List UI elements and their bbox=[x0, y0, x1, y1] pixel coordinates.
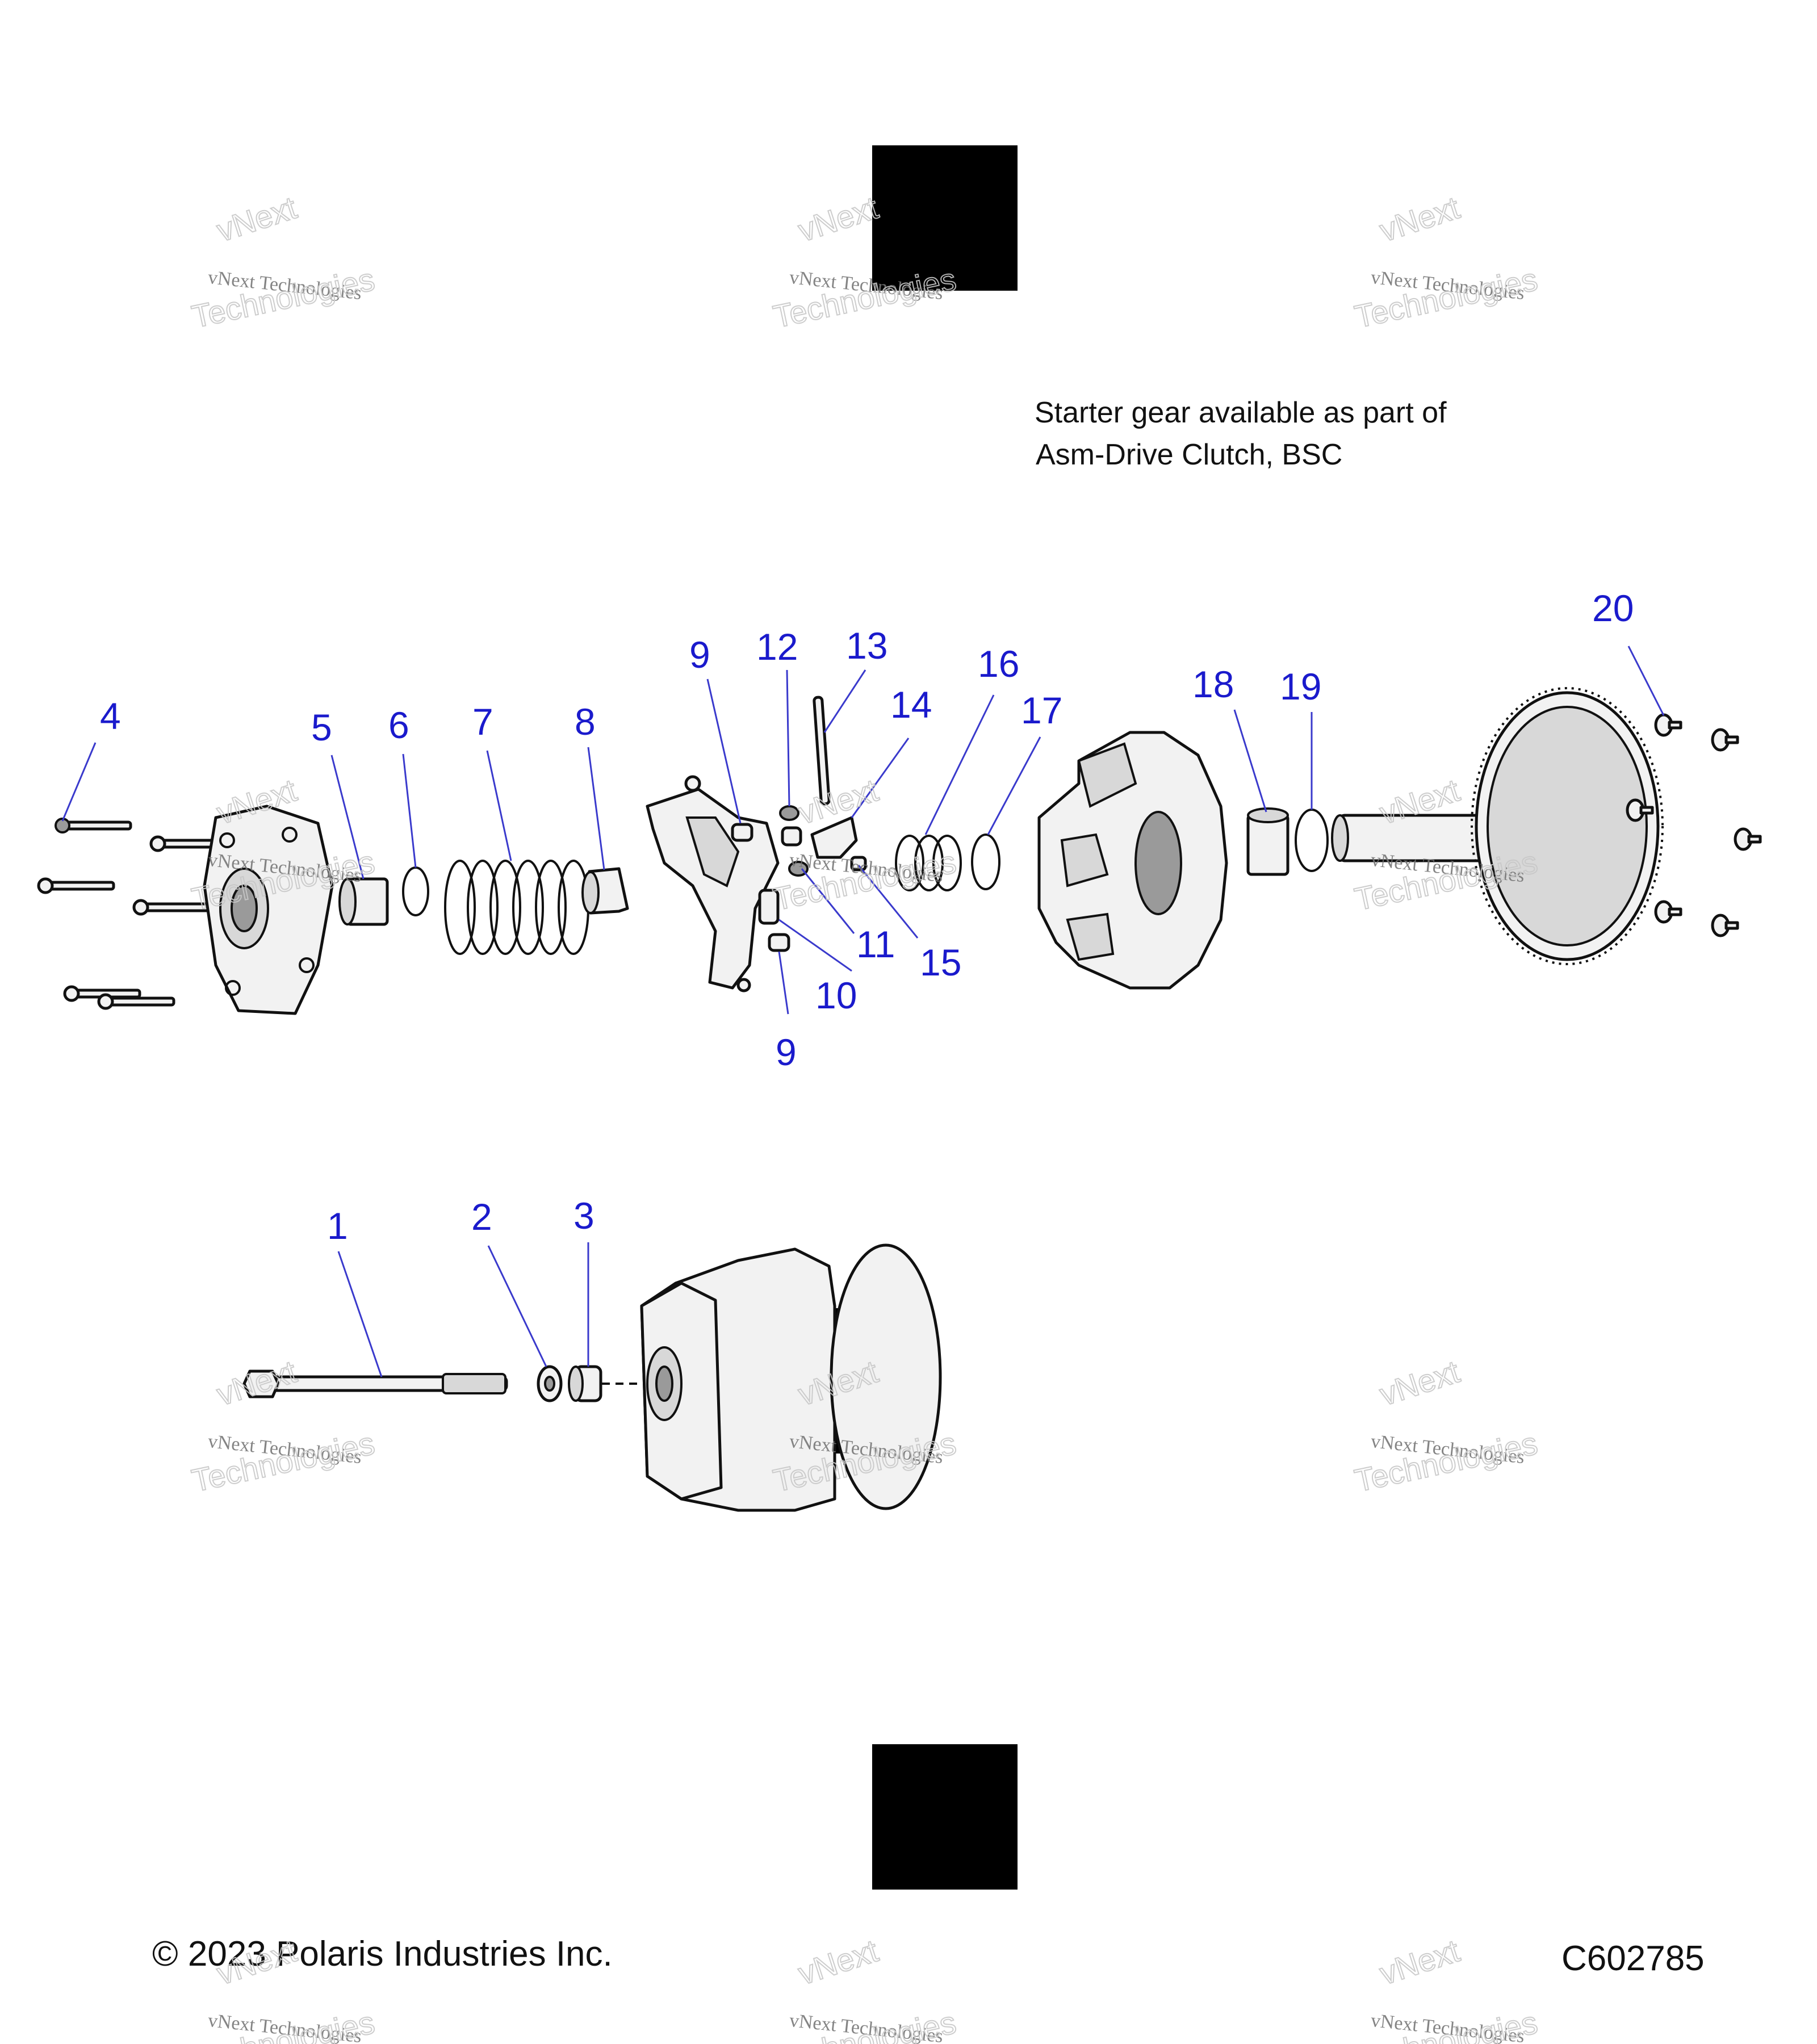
redaction-block-top bbox=[872, 145, 1018, 291]
ring-part-19 bbox=[1295, 809, 1329, 872]
callout-18: 18 bbox=[1192, 663, 1234, 705]
callout-1: 1 bbox=[327, 1205, 348, 1247]
diagram-code: C602785 bbox=[1561, 1939, 1705, 1978]
callout-17: 17 bbox=[1021, 689, 1062, 731]
washer-part-2-hole bbox=[544, 1376, 555, 1392]
callout-11: 11 bbox=[856, 923, 895, 965]
callout-16: 16 bbox=[978, 643, 1019, 685]
callout-9-top: 9 bbox=[689, 634, 710, 676]
svg-text:vNext: vNext bbox=[212, 1353, 301, 1412]
svg-text:vNext: vNext bbox=[1375, 1932, 1464, 1991]
moveable-sheave bbox=[1037, 731, 1228, 990]
bolts-part-4 bbox=[37, 818, 228, 1010]
pin-part-13 bbox=[813, 696, 831, 806]
bushing-part-18 bbox=[1246, 807, 1290, 876]
callout-7: 7 bbox=[472, 701, 493, 743]
callout-8: 8 bbox=[575, 701, 596, 743]
callout-14: 14 bbox=[890, 684, 932, 726]
svg-text:vNext: vNext bbox=[1375, 189, 1464, 248]
svg-text:vNext: vNext bbox=[1375, 1353, 1464, 1412]
springs-part-16 bbox=[895, 835, 962, 891]
fixed-sheave-starter-gear bbox=[1331, 687, 1664, 965]
callout-6: 6 bbox=[388, 704, 409, 746]
callout-9-bottom: 9 bbox=[776, 1031, 797, 1073]
roller-part-9-top bbox=[731, 823, 753, 842]
copyright-text: © 2023 Polaris Industries Inc. bbox=[152, 1934, 613, 1974]
bushing-part-11 bbox=[781, 826, 802, 847]
weight-part-14 bbox=[810, 816, 858, 859]
redaction-block-bottom bbox=[872, 1744, 1018, 1890]
snap-ring-part-6 bbox=[402, 866, 429, 916]
washer-part-11b bbox=[788, 861, 809, 877]
leader-lines bbox=[61, 646, 1665, 1377]
spider-assembly bbox=[646, 775, 780, 992]
callouts: 1 2 3 4 5 6 7 8 9 9 10 11 12 13 14 15 16… bbox=[100, 587, 1634, 1247]
screws-part-20 bbox=[1626, 713, 1762, 937]
note-line-2: Asm-Drive Clutch, BSC bbox=[1036, 438, 1342, 471]
note-line-1: Starter gear available as part of bbox=[1035, 396, 1447, 429]
callout-19: 19 bbox=[1280, 665, 1321, 707]
spring-part-7 bbox=[444, 860, 589, 955]
roller-part-9-bottom bbox=[768, 933, 790, 952]
callout-10: 10 bbox=[815, 974, 857, 1016]
callout-12: 12 bbox=[756, 626, 798, 668]
callout-15: 15 bbox=[920, 941, 961, 983]
spring-cup-part-8 bbox=[581, 867, 629, 915]
svg-text:vNext: vNext bbox=[794, 1932, 882, 1991]
bolt-part-1 bbox=[242, 1369, 508, 1398]
washer-part-12 bbox=[779, 805, 799, 821]
drive-clutch-assembly bbox=[640, 1243, 942, 1512]
svg-text:vNext: vNext bbox=[794, 189, 882, 248]
callout-13: 13 bbox=[846, 625, 887, 667]
callout-20: 20 bbox=[1592, 587, 1634, 629]
cover-plate bbox=[203, 805, 334, 1015]
spacer-part-3 bbox=[568, 1365, 602, 1402]
bushing-part-5 bbox=[338, 877, 389, 926]
callout-2: 2 bbox=[471, 1196, 492, 1238]
callout-4: 4 bbox=[100, 695, 121, 737]
callout-5: 5 bbox=[311, 706, 332, 748]
roller-part-15 bbox=[850, 856, 867, 872]
pin-part-10 bbox=[758, 889, 780, 925]
svg-text:vNext: vNext bbox=[212, 189, 301, 248]
callout-3: 3 bbox=[573, 1195, 594, 1237]
ring-part-17 bbox=[971, 833, 1000, 890]
